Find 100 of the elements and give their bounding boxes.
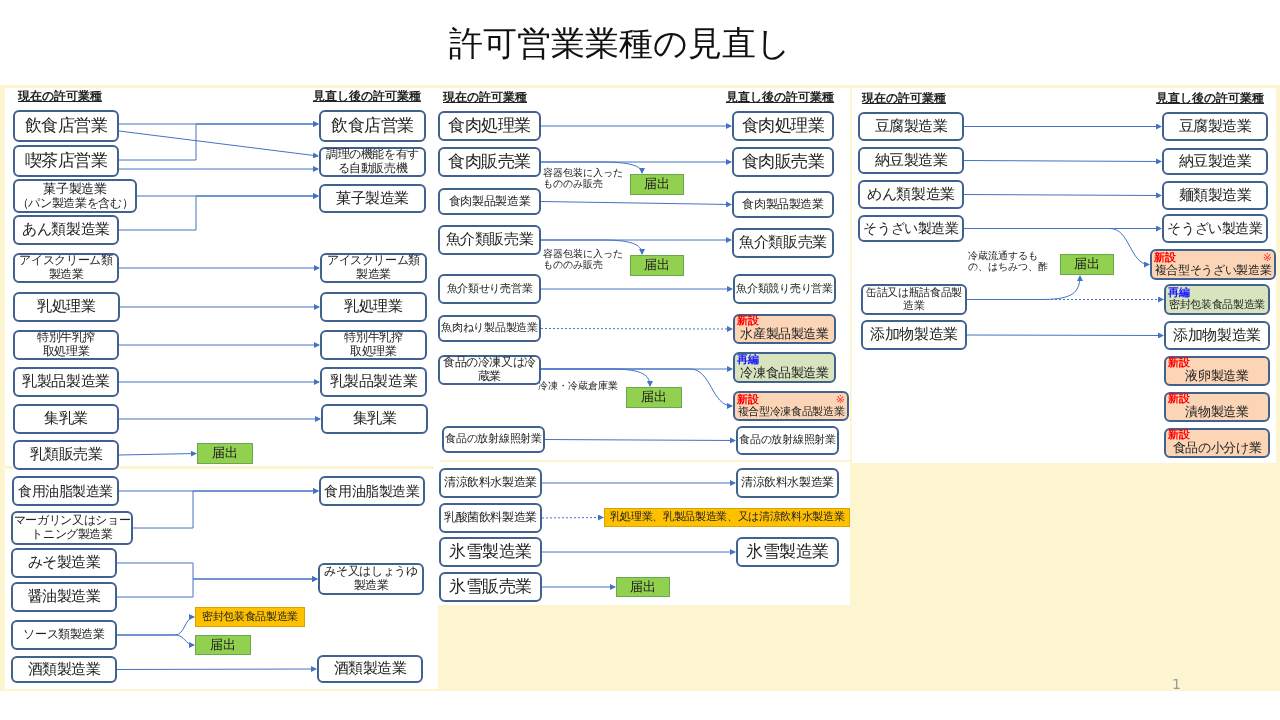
process-box xyxy=(1164,321,1270,350)
process-box xyxy=(13,292,120,322)
notification-box xyxy=(630,255,684,276)
process-box xyxy=(1162,148,1268,175)
box-label: 菓子製造業 xyxy=(43,181,107,197)
notification-box xyxy=(197,443,253,464)
arrow xyxy=(540,368,733,409)
box-label: 酒類製造業 xyxy=(27,660,101,679)
arrow xyxy=(118,379,320,385)
process-box xyxy=(319,110,426,142)
arrow xyxy=(966,332,1164,339)
arrow xyxy=(544,437,736,444)
arrow xyxy=(541,549,736,555)
box-label: 液卵製造業 xyxy=(1185,368,1249,385)
process-box xyxy=(733,274,836,304)
arrow xyxy=(540,239,645,255)
box-label: 氷雪製造業 xyxy=(449,542,532,562)
note-mark: ※ xyxy=(1262,251,1272,263)
notification-box xyxy=(616,577,670,597)
arrow xyxy=(118,265,320,271)
status-tag: 新設 xyxy=(1168,393,1190,405)
process-box xyxy=(11,656,117,683)
process-box xyxy=(732,111,834,141)
arrow xyxy=(540,161,645,174)
box-label: 豆腐製造業 xyxy=(1178,117,1252,136)
box-label: 添加物製造業 xyxy=(870,326,958,344)
process-box xyxy=(12,476,119,506)
arrow xyxy=(540,201,732,208)
box-label: 醤油製造業 xyxy=(27,588,101,606)
arrow xyxy=(118,450,197,457)
box-label: 食品の放射線照射業 xyxy=(445,433,542,446)
box-label: 食品の小分け業 xyxy=(1172,440,1262,457)
box-label: 調理の機能を有する自動販売機 xyxy=(324,148,421,176)
arrow xyxy=(963,228,1150,267)
process-box xyxy=(736,537,839,567)
box-label: 集乳業 xyxy=(44,410,88,428)
process-box xyxy=(13,404,119,434)
process-box xyxy=(439,572,542,602)
process-box xyxy=(736,426,839,455)
box-label: そうざい製造業 xyxy=(863,220,959,237)
process-box xyxy=(13,440,119,470)
status-tag: 新設 xyxy=(1168,429,1190,441)
new-category-box xyxy=(1150,249,1276,280)
status-tag: 再編 xyxy=(1168,287,1190,299)
process-box xyxy=(439,468,542,498)
process-box xyxy=(732,147,834,177)
box-label: 食品の冷凍又は冷蔵業 xyxy=(441,356,538,384)
process-box xyxy=(319,184,426,213)
title: 許可営業業種の見直し xyxy=(448,22,792,65)
status-tag: 新設 xyxy=(1154,251,1176,263)
box-label: みそ製造業 xyxy=(27,554,101,572)
process-box xyxy=(736,468,839,498)
dashed-arrow xyxy=(540,326,733,332)
arrow xyxy=(541,584,616,590)
arrow xyxy=(966,275,1083,300)
box-label: 飲食店営業 xyxy=(331,116,414,136)
box-label: 食肉処理業 xyxy=(741,116,825,136)
process-box xyxy=(319,476,425,506)
process-box xyxy=(858,112,964,141)
process-box xyxy=(320,292,427,322)
box-label: 乳処理業、乳製品製造業、又は清涼飲料水製造業 xyxy=(609,511,845,524)
arrow xyxy=(118,166,319,172)
box-label: めん類製造業 xyxy=(867,185,955,204)
box-label: ソース類製造業 xyxy=(23,628,105,642)
box-label: 酒類製造業 xyxy=(333,660,407,678)
process-box xyxy=(732,191,834,218)
box-label: みそ又はしょうゆ製造業 xyxy=(323,565,419,593)
notification-box xyxy=(1060,254,1114,275)
box-label: 納豆製造業 xyxy=(874,151,948,170)
box-label: そうざい製造業 xyxy=(1167,220,1263,237)
box-label: 届出 xyxy=(630,579,656,595)
box-label: 魚介類せり売営業 xyxy=(446,282,533,296)
process-box xyxy=(438,225,541,255)
process-box xyxy=(861,320,967,350)
arrow xyxy=(118,342,320,348)
process-box xyxy=(321,404,428,434)
process-box xyxy=(438,274,541,304)
box-label: 届出 xyxy=(1074,257,1100,272)
box-label: 添加物製造業 xyxy=(1173,326,1261,345)
process-box xyxy=(858,180,964,209)
process-box xyxy=(11,620,117,650)
box-label: あん類製造業 xyxy=(22,221,110,239)
box-label: 密封包装食品製造業 xyxy=(202,610,298,624)
box-label: 魚介類販売業 xyxy=(445,231,534,249)
box-label: 菓子製造業 xyxy=(336,189,409,208)
process-box xyxy=(13,215,119,245)
process-box xyxy=(1162,112,1268,141)
status-tag: 新設 xyxy=(1168,357,1190,369)
process-box xyxy=(1162,214,1268,243)
box-label: 食肉製品製造業 xyxy=(742,197,824,212)
box-label: アイスクリーム類製造業 xyxy=(325,254,422,282)
box-label: 食用油脂製造業 xyxy=(17,482,114,500)
box-label: 漬物製造業 xyxy=(1185,404,1249,421)
process-box xyxy=(438,147,541,177)
box-label: 納豆製造業 xyxy=(1178,152,1252,171)
arrow xyxy=(118,416,321,422)
arrow xyxy=(118,193,319,231)
box-label: 清涼飲料水製造業 xyxy=(740,476,835,490)
dashed-arrow xyxy=(966,296,1164,303)
process-box xyxy=(439,537,542,567)
